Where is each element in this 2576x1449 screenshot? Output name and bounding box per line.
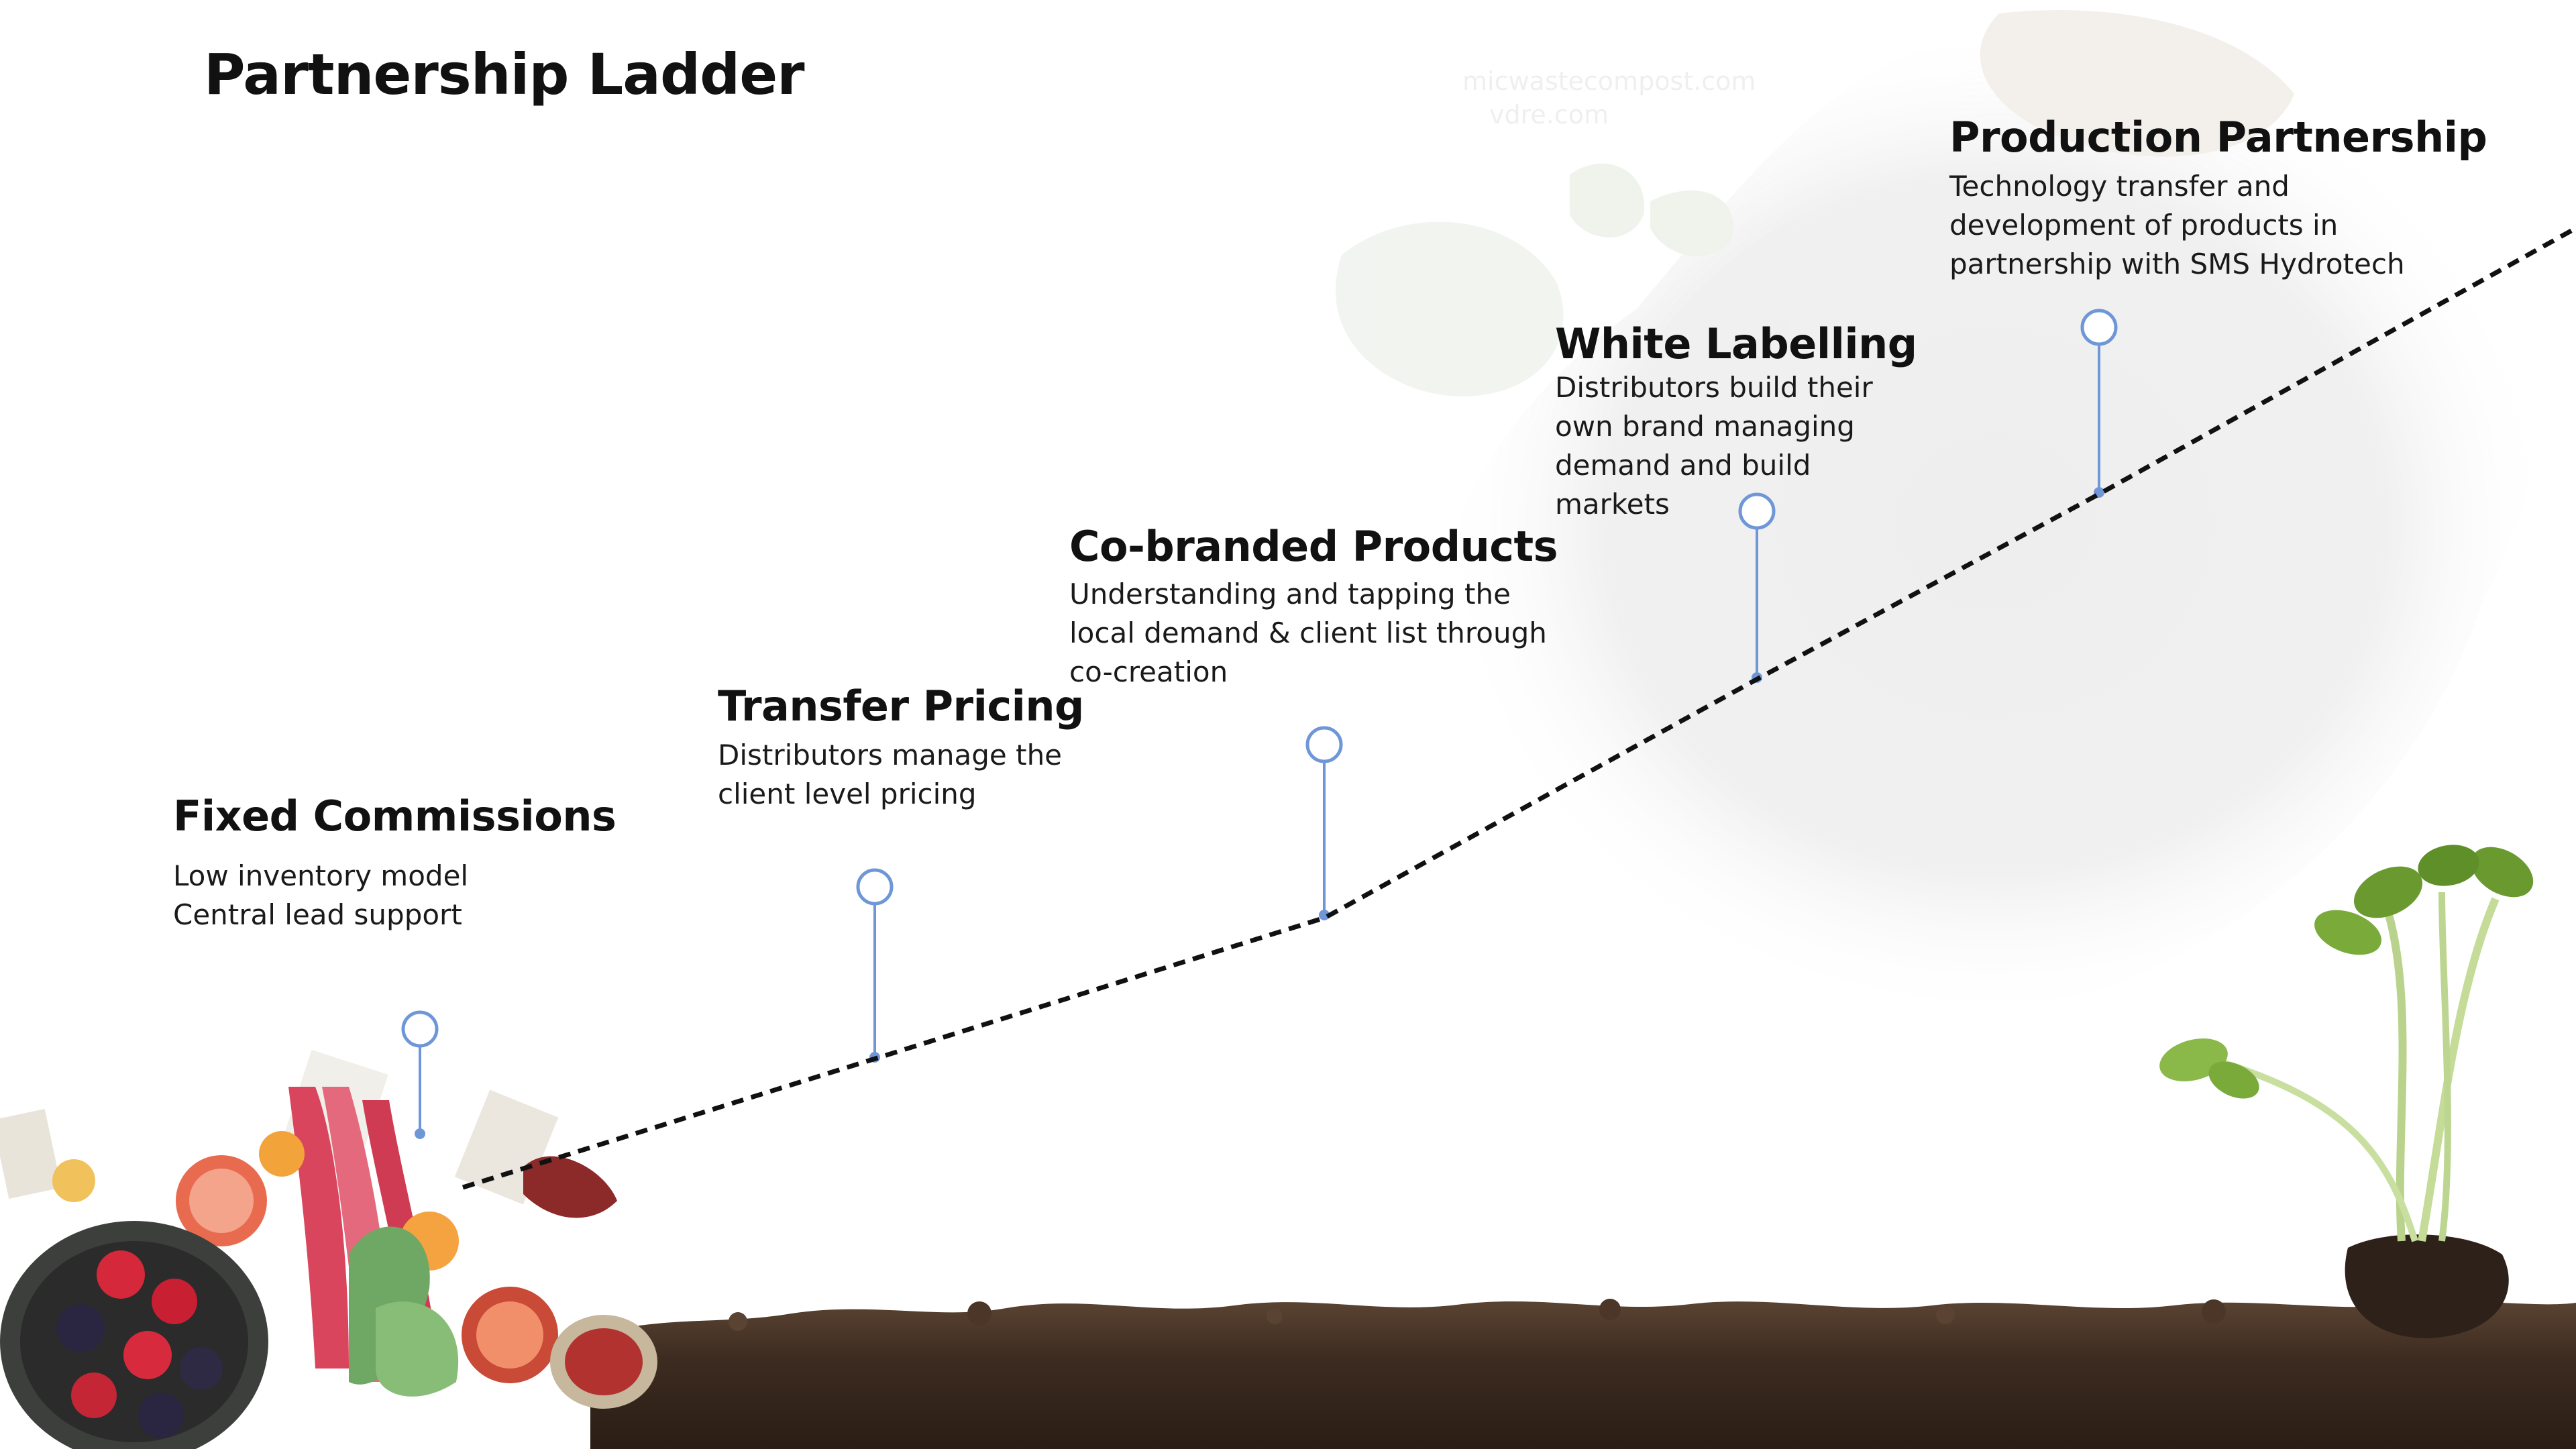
ladder-dashed-path (462, 225, 2576, 1190)
seedling-image (2159, 845, 2534, 1338)
soil-image (590, 1299, 2576, 1449)
pin-marker (856, 868, 894, 906)
pin-marker (2080, 309, 2118, 346)
step-description: Distributors manage the client level pri… (718, 739, 1063, 810)
slide-title: Partnership Ladder (204, 42, 805, 107)
step-description: Distributors build their own brand manag… (1555, 371, 1873, 521)
step-title: Production Partnership (1949, 113, 2487, 162)
step-description: Understanding and tapping the local dema… (1069, 578, 1547, 688)
watermark-line: micwastecompost.com (1462, 66, 1756, 96)
step-description: Technology transfer and development of p… (1949, 170, 2405, 280)
fruit-basket-image (0, 1049, 657, 1449)
step-white-labelling: White Labelling Distributors build their… (1555, 319, 1917, 524)
pin-marker (401, 1010, 439, 1048)
pin-marker (1738, 492, 1776, 530)
compost-background-image (1335, 10, 2557, 1025)
pin-marker (1305, 726, 1343, 763)
step-title: Fixed Commissions (173, 792, 616, 841)
watermark: micwastecompost.com vdre.com (1462, 64, 1756, 131)
step-production-partnership: Production Partnership Technology transf… (1949, 113, 2526, 284)
ladder-path-group (401, 225, 2576, 1190)
step-description: Low inventory model Central lead support (173, 859, 469, 931)
pin-anchor-dot (1319, 910, 1330, 920)
step-title: White Labelling (1555, 319, 1917, 368)
step-title: Transfer Pricing (718, 682, 1084, 731)
step-co-branded-products: Co-branded Products Understanding and ta… (1069, 522, 1579, 692)
step-title: Co-branded Products (1069, 522, 1558, 571)
pin-anchor-dot (415, 1128, 425, 1139)
step-fixed-commissions: Fixed Commissions Low inventory model Ce… (173, 792, 683, 934)
step-transfer-pricing: Transfer Pricing Distributors manage the… (718, 682, 1134, 814)
watermark-line: vdre.com (1489, 100, 1609, 129)
